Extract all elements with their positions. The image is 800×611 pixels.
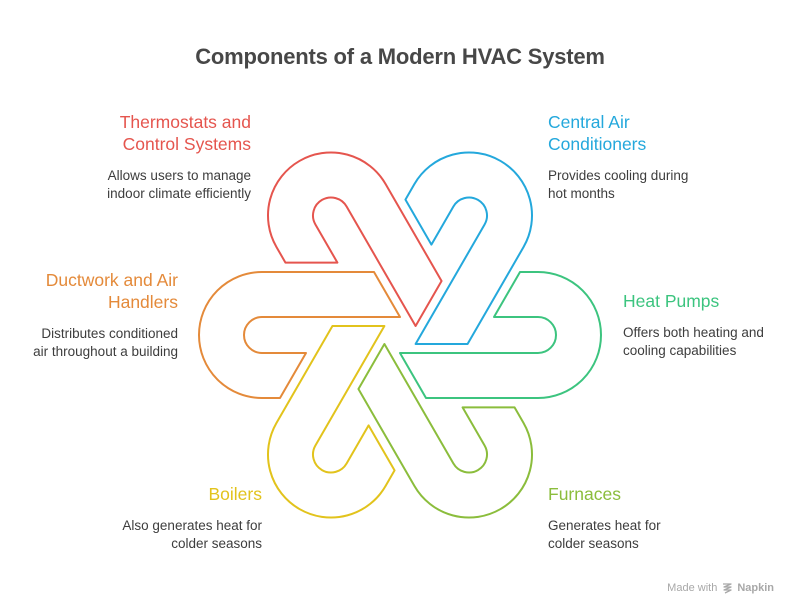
component-thermostats: Thermostats and Control Systems Allows u… [21, 111, 251, 203]
component-description: Offers both heating and cooling capabili… [623, 325, 764, 358]
component-title: Thermostats and Control Systems [119, 112, 251, 154]
component-furnaces: Furnaces Generates heat for colder seaso… [548, 483, 778, 553]
component-description: Allows users to manage indoor climate ef… [107, 168, 251, 201]
ductwork-hook-shape [198, 271, 401, 399]
component-title: Boilers [208, 484, 263, 504]
component-title: Heat Pumps [623, 291, 720, 311]
component-description: Distributes conditioned air throughout a… [33, 326, 178, 359]
page-title: Components of a Modern HVAC System [195, 44, 605, 69]
furnaces-hook-shape [357, 343, 533, 519]
component-boilers: Boilers Also generates heat for colder s… [32, 483, 262, 553]
component-description: Provides cooling during hot months [548, 168, 689, 201]
central-air-hook-shape [404, 151, 533, 345]
component-title: Furnaces [548, 484, 621, 504]
made-with-napkin-badge[interactable]: Made with Napkin [667, 582, 774, 594]
napkin-brand-label: Napkin [737, 582, 774, 594]
heat-pumps-hook-shape [399, 271, 602, 399]
component-description: Also generates heat for colder seasons [122, 518, 262, 551]
component-heat-pumps: Heat Pumps Offers both heating and cooli… [623, 290, 800, 360]
thermostats-hook-shape [267, 151, 443, 327]
component-ductwork: Ductwork and Air Handlers Distributes co… [0, 269, 178, 361]
boilers-hook-shape [267, 325, 396, 519]
component-title: Ductwork and Air Handlers [45, 270, 178, 312]
made-with-label: Made with [667, 582, 718, 594]
component-description: Generates heat for colder seasons [548, 518, 661, 551]
component-title: Central Air Conditioners [548, 112, 647, 154]
napkin-logo-icon [723, 583, 732, 594]
component-central-air: Central Air Conditioners Provides coolin… [548, 111, 778, 203]
